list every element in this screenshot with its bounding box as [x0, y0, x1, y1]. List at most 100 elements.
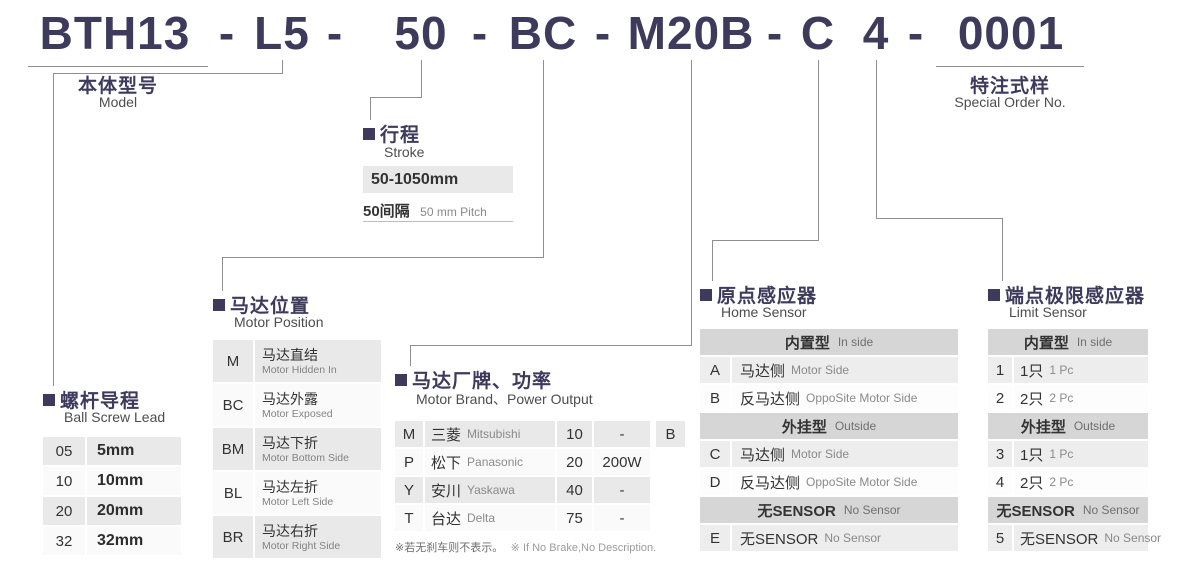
header-zh: 外挂型 [781, 418, 827, 436]
table-section-header: 外挂型 Outside [988, 413, 1148, 439]
home-sensor-title-en: Home Sensor [721, 304, 807, 320]
value-cell: 20mm [87, 497, 181, 525]
desc-zh: 马达右折 [262, 522, 318, 539]
code-cell: E [700, 525, 730, 551]
table-row: 4 2只 2 Pc [988, 469, 1148, 495]
power-value-cell: - [594, 505, 650, 531]
desc-zh: 1只 [1020, 446, 1044, 464]
desc-cell: 马达外露 Motor Exposed [255, 384, 381, 426]
connector-line [691, 60, 692, 345]
power-code-cell: 10 [557, 421, 592, 447]
brand-zh: 台达 [431, 510, 462, 528]
table-section-header: 无SENSOR No Sensor [988, 497, 1148, 523]
desc-cell: 2只 2 Pc [1014, 469, 1148, 495]
desc-zh: 马达左折 [262, 478, 318, 495]
desc-en: Motor Right Side [262, 539, 341, 552]
limit-sensor-title-zh: 端点极限感应器 [1005, 286, 1146, 307]
code-cell: 10 [43, 467, 85, 495]
table-row: D 反马达侧 OppoSite Motor Side [700, 469, 958, 495]
table-row: 5 无SENSOR No Sensor [988, 525, 1161, 551]
table-section-header: 外挂型 Outside [700, 413, 958, 439]
desc-zh: 马达直结 [262, 346, 318, 363]
desc-en: 1 Pc [1049, 447, 1074, 461]
brand-en: Mitsubishi [467, 427, 521, 441]
home-sensor-title-zh: 原点感应器 [717, 286, 818, 307]
code-cell: 4 [988, 469, 1012, 495]
header-zh: 内置型 [1023, 334, 1069, 352]
desc-cell: 马达下折 Motor Bottom Side [255, 428, 381, 470]
table-row: M 马达直结 Motor Hidden In [213, 340, 381, 382]
model-code-hyphen: - [471, 7, 489, 59]
header-zh: 外挂型 [1020, 418, 1066, 436]
table-row: BC 马达外露 Motor Exposed [213, 384, 381, 426]
model-code-part-body: BTH13 [39, 7, 191, 59]
brand-cell: 松下 Panasonic [425, 449, 555, 475]
table-row: 2 2只 2 Pc [988, 385, 1148, 411]
table-row: 3 1只 1 Pc [988, 441, 1148, 467]
motor-position-section-title: 马达位置 [213, 291, 310, 318]
code-cell: 3 [988, 441, 1012, 467]
stroke-range-value: 50-1050mm [363, 166, 513, 193]
connector-line [818, 60, 819, 240]
brand-zh: 三菱 [431, 426, 462, 444]
model-code-hyphen: - [766, 7, 784, 59]
brand-en: Panasonic [467, 455, 524, 469]
desc-cell: 马达直结 Motor Hidden In [255, 340, 381, 382]
desc-zh: 马达侧 [740, 446, 786, 464]
table-row: 05 5mm [43, 437, 181, 465]
connector-line [282, 60, 283, 73]
stroke-pitch-zh: 50间隔 [363, 203, 410, 220]
stroke-title-zh: 行程 [380, 125, 421, 146]
model-code-part-home-sensor: C [800, 7, 836, 59]
connector-line [410, 345, 692, 346]
table-row: 1 1只 1 Pc [988, 357, 1148, 383]
model-underline [28, 66, 208, 67]
table-row: C 马达侧 Motor Side [700, 441, 958, 467]
connector-line [712, 240, 713, 281]
table-row: A 马达侧 Motor Side [700, 357, 958, 383]
table-row: BL 马达左折 Motor Left Side [213, 472, 381, 514]
code-cell: 5 [988, 525, 1012, 551]
desc-cell: 马达侧 Motor Side [732, 357, 958, 383]
bullet-square-icon [700, 288, 712, 301]
model-code-part-special-order: 0001 [957, 7, 1065, 59]
header-zh: 无SENSOR [757, 502, 836, 520]
desc-cell: 2只 2 Pc [1014, 385, 1148, 411]
ball-screw-lead-title-en: Ball Screw Lead [64, 409, 166, 425]
table-row: 10 10mm [43, 467, 181, 495]
stroke-section-title: 行程 [363, 120, 420, 147]
connector-line [712, 240, 819, 241]
special-order-label-zh: 特注式样 [969, 76, 1050, 97]
connector-line [53, 73, 283, 74]
ball-screw-lead-title-zh: 螺杆导程 [60, 391, 141, 412]
connector-line [222, 257, 223, 291]
desc-en: Motor Side [791, 363, 850, 377]
table-section-header: 内置型 In side [700, 329, 958, 355]
desc-cell: 1只 1 Pc [1014, 441, 1148, 467]
desc-zh: 马达外露 [262, 390, 318, 407]
code-cell: A [700, 357, 730, 383]
bullet-square-icon [363, 127, 375, 140]
desc-cell: 1只 1 Pc [1014, 357, 1148, 383]
power-code-cell: 75 [557, 505, 592, 531]
code-cell: Y [395, 477, 423, 503]
model-code-part-lead: L5 [254, 7, 310, 59]
bullet-square-icon [43, 393, 55, 406]
desc-cell: 反马达侧 OppoSite Motor Side [732, 469, 958, 495]
table-row: B 反马达侧 OppoSite Motor Side [700, 385, 958, 411]
header-en: No Sensor [843, 503, 901, 517]
model-code-hyphen: - [594, 7, 612, 59]
table-row: P 松下 Panasonic 20 200W [395, 449, 685, 475]
stroke-underline [363, 221, 513, 222]
brand-en: Delta [467, 511, 496, 525]
connector-line [222, 257, 544, 258]
desc-en: 2 Pc [1049, 391, 1074, 405]
code-cell: BC [213, 384, 253, 426]
header-zh: 内置型 [784, 334, 830, 352]
brand-cell: 三菱 Mitsubishi [425, 421, 555, 447]
stroke-title-en: Stroke [384, 144, 425, 160]
motor-position-title-en: Motor Position [234, 314, 324, 330]
connector-line [421, 60, 422, 97]
connector-line [876, 60, 877, 218]
